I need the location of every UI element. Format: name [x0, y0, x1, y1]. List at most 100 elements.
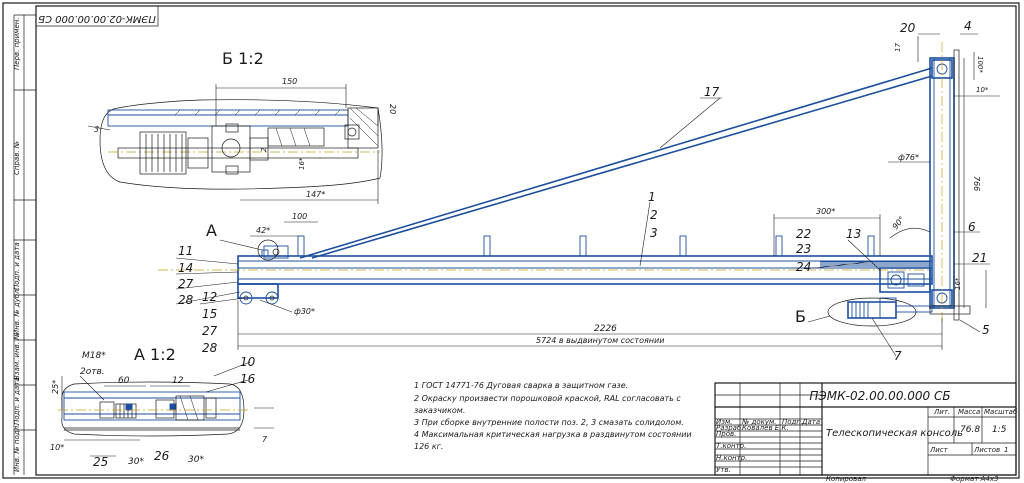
dim-12: 12 — [172, 376, 184, 386]
pos-27b: 27 — [202, 324, 218, 338]
dim-25b: 25 — [93, 455, 108, 469]
tb-sheets-label: Листов — [973, 446, 1000, 454]
left-strip: Перв. примен. Справ. № Подп. и дата Инв.… — [13, 14, 36, 475]
note-line-2: 2 Окраску произвести порошковой краской,… — [414, 394, 681, 403]
pos-4: 4 — [964, 19, 972, 33]
tb-mass-value: 76.8 — [960, 425, 980, 435]
dim-2: 2 — [260, 147, 268, 152]
tb-copied: Копировал — [826, 475, 867, 483]
detail-b-hatching — [174, 107, 379, 147]
dim-150: 150 — [282, 77, 297, 86]
roller-left — [239, 291, 253, 305]
dim-60: 60 — [118, 376, 130, 386]
pos-5: 5 — [982, 323, 990, 337]
pos-22: 22 — [796, 227, 811, 241]
main-view: 100 42* 300* 90° ф76* 766 17 100* 10* 16… — [158, 19, 1000, 363]
strip-label-7: Инв. № подл. — [13, 424, 21, 472]
note-line-6: 126 кг. — [414, 442, 443, 451]
detail-b-title: Б 1:2 — [222, 49, 264, 68]
dim-two-holes: 2отв. — [80, 367, 105, 377]
rotated-stamp: ПЭМК-02.00.00.000 СБ — [35, 5, 159, 27]
note-line-3: заказчиком. — [414, 406, 465, 415]
detail-a-pos-16: 16 — [240, 372, 256, 386]
dim-17: 17 — [894, 43, 902, 52]
strip-label-1: Перв. примен. — [13, 17, 21, 70]
title-block: ПЭМК-02.00.00.000 СБ Телескопическая кон… — [714, 382, 1018, 483]
dim-30b: 30* — [188, 455, 204, 465]
tb-col-sign: Подп. — [782, 418, 803, 426]
dim-30: ф30* — [294, 307, 315, 316]
tb-sheet-label: Лист — [929, 446, 949, 454]
nut-assembly — [211, 125, 251, 173]
detail-a-title: А 1:2 — [134, 345, 176, 364]
drawing-frame — [35, 5, 1017, 476]
dim-20: 20 — [388, 104, 397, 114]
spring — [139, 131, 187, 175]
strip-label-2: Справ. № — [13, 141, 21, 175]
note-line-1: 1 ГОСТ 14771-76 Дуговая сварка в защитно… — [414, 381, 628, 390]
pos-23: 23 — [796, 242, 811, 256]
strip-label-5: Взам. инв. № — [13, 332, 21, 380]
note-line-4: 3 При сборке внутренние полости поз. 2, … — [414, 418, 684, 427]
dim-7: 7 — [262, 435, 268, 444]
dim-76: ф76* — [898, 153, 919, 162]
pos-14: 14 — [178, 261, 193, 275]
pos-1: 1 — [648, 190, 656, 204]
detail-b-pos-3: 3 — [94, 125, 99, 134]
pos-21: 21 — [972, 251, 987, 265]
callout-b: Б — [795, 307, 806, 326]
dim-m18: М18* — [82, 351, 106, 361]
detail-a-view: А 1:2 М18* 2отв. 60 12 25* 10* 25 — [50, 345, 274, 469]
note-line-5: 4 Максимальная критическая нагрузка в ра… — [414, 430, 692, 439]
tb-sheets-value: 1 — [1004, 446, 1008, 454]
pos-24: 24 — [796, 260, 811, 274]
tb-mass-header: Масса — [958, 408, 980, 416]
tb-row-prov: Пров. — [716, 430, 736, 438]
dim-5724: 5724 в выдвинутом состоянии — [536, 336, 664, 345]
pos-2: 2 — [650, 208, 658, 222]
dim-2226: 2226 — [594, 324, 617, 334]
technical-notes: 1 ГОСТ 14771-76 Дуговая сварка в защитно… — [414, 381, 692, 451]
dim-25: 25* — [51, 380, 60, 394]
dim-16a: 16* — [298, 157, 306, 170]
detail-b-view: Б 1:2 — [87, 49, 397, 204]
roller-right — [265, 291, 279, 305]
strip-label-4: Инв. № дубл. — [13, 287, 21, 335]
tb-scale-value: 1:5 — [992, 425, 1007, 435]
detail-a-pos-10: 10 — [240, 355, 256, 369]
tb-row-tkontr: Т.контр. — [716, 442, 746, 450]
pos-3: 3 — [650, 226, 658, 240]
tb-row-izm: Изм. — [716, 418, 732, 426]
rotated-stamp-text: ПЭМК-02.00.00.000 СБ — [38, 13, 156, 24]
strip-label-6: Подп. и дата — [13, 377, 21, 425]
pos-17: 17 — [704, 85, 720, 99]
detail-a-pos-26: 26 — [154, 449, 170, 463]
dim-147: 147* — [306, 190, 325, 199]
pos-6: 6 — [968, 220, 976, 234]
title-designation: ПЭМК-02.00.00.000 СБ — [809, 389, 950, 403]
tb-col-date: Дата — [801, 418, 820, 426]
dim-300: 300* — [816, 207, 835, 216]
pos-27: 27 — [178, 277, 194, 291]
tb-row-razrab: Разраб. — [716, 424, 744, 432]
pos-12: 12 — [202, 290, 217, 304]
dim-10: 10* — [976, 86, 989, 94]
dim-10a: 10* — [50, 443, 64, 452]
strip-label-3: Подп. и дата — [13, 242, 21, 290]
tb-col-doc: № докум. — [741, 418, 777, 426]
tb-lit-header: Лит. — [933, 408, 950, 416]
tb-scale-header: Масштаб — [984, 408, 1018, 416]
title-name: Телескопическая консоль — [826, 428, 963, 439]
bearing-square — [344, 124, 360, 140]
pos-7: 7 — [894, 349, 902, 363]
tb-developer: Ковалев Е.К. — [742, 424, 789, 432]
dim-100b: 100* — [976, 56, 984, 73]
pos-15: 15 — [202, 307, 217, 321]
dim-30a: 30* — [128, 457, 144, 467]
pos-28b: 28 — [202, 341, 218, 355]
pos-20: 20 — [900, 21, 916, 35]
tb-row-utv: Утв. — [716, 466, 731, 474]
dim-16b: 16* — [954, 277, 962, 290]
